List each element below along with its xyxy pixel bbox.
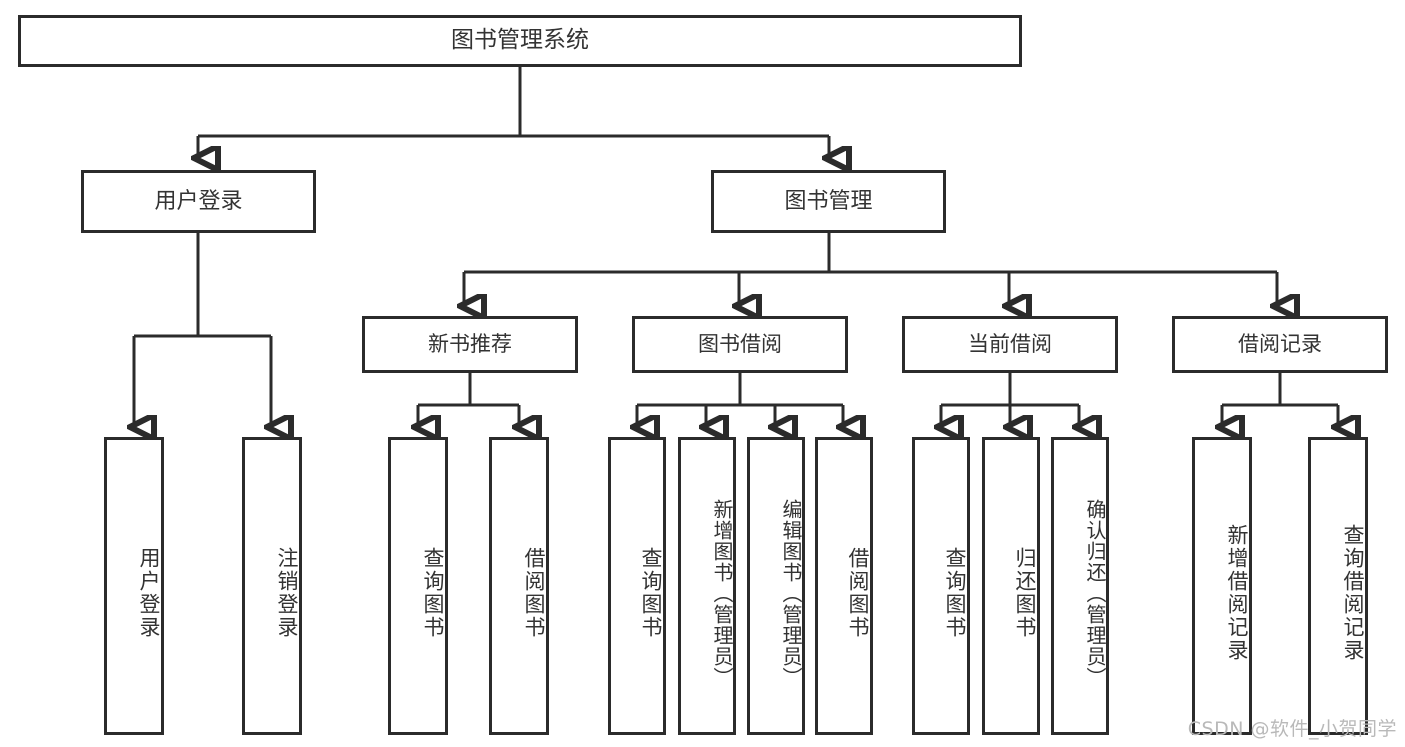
node-new-book-recommend[interactable]: 新书推荐: [362, 316, 578, 373]
node-user-login[interactable]: 用户登录: [81, 170, 316, 233]
leaf-user-login[interactable]: 用户登录: [104, 437, 164, 735]
node-book-manage[interactable]: 图书管理: [711, 170, 946, 233]
leaf-borrow-book-2[interactable]: 借阅图书: [815, 437, 873, 735]
leaf-add-book[interactable]: 新增图书（管理员）: [678, 437, 736, 735]
leaf-return-book[interactable]: 归还图书: [982, 437, 1040, 735]
leaf-edit-book[interactable]: 编辑图书（管理员）: [747, 437, 805, 735]
csdn-watermark: CSDN @软件_小贺同学: [1187, 718, 1397, 740]
node-borrow-record[interactable]: 借阅记录: [1172, 316, 1388, 373]
leaf-query-record-label: 查询借阅记录: [1341, 524, 1365, 662]
node-book-borrow[interactable]: 图书借阅: [632, 316, 848, 373]
leaf-user-login-label: 用户登录: [137, 547, 161, 639]
leaf-query-book-2-label: 查询图书: [639, 547, 663, 639]
node-new-book-recommend-label: 新书推荐: [428, 332, 512, 357]
leaf-edit-book-label: 编辑图书（管理员）: [779, 498, 803, 688]
leaf-borrow-book-2-label: 借阅图书: [846, 547, 870, 639]
leaf-return-book-label: 归还图书: [1013, 547, 1037, 639]
node-borrow-record-label: 借阅记录: [1238, 332, 1322, 357]
leaf-logout-login-label: 注销登录: [275, 547, 299, 639]
node-root[interactable]: 图书管理系统: [18, 15, 1022, 67]
node-root-label: 图书管理系统: [451, 27, 589, 54]
leaf-add-record-label: 新增借阅记录: [1225, 524, 1249, 662]
leaf-query-book-3[interactable]: 查询图书: [912, 437, 970, 735]
leaf-confirm-return-label: 确认归还（管理员）: [1083, 498, 1107, 688]
leaf-query-book-1[interactable]: 查询图书: [388, 437, 448, 735]
leaf-borrow-book-1-label: 借阅图书: [522, 547, 546, 639]
node-book-manage-label: 图书管理: [784, 188, 873, 214]
leaf-query-record[interactable]: 查询借阅记录: [1308, 437, 1368, 735]
leaf-confirm-return[interactable]: 确认归还（管理员）: [1051, 437, 1109, 735]
node-book-borrow-label: 图书借阅: [698, 332, 782, 357]
node-user-login-label: 用户登录: [154, 188, 243, 214]
leaf-borrow-book-1[interactable]: 借阅图书: [489, 437, 549, 735]
leaf-query-book-3-label: 查询图书: [943, 547, 967, 639]
leaf-add-record[interactable]: 新增借阅记录: [1192, 437, 1252, 735]
node-current-borrow-label: 当前借阅: [968, 332, 1052, 357]
leaf-query-book-1-label: 查询图书: [421, 547, 445, 639]
leaf-add-book-label: 新增图书（管理员）: [710, 498, 734, 688]
leaf-logout-login[interactable]: 注销登录: [242, 437, 302, 735]
leaf-query-book-2[interactable]: 查询图书: [608, 437, 666, 735]
node-current-borrow[interactable]: 当前借阅: [902, 316, 1118, 373]
